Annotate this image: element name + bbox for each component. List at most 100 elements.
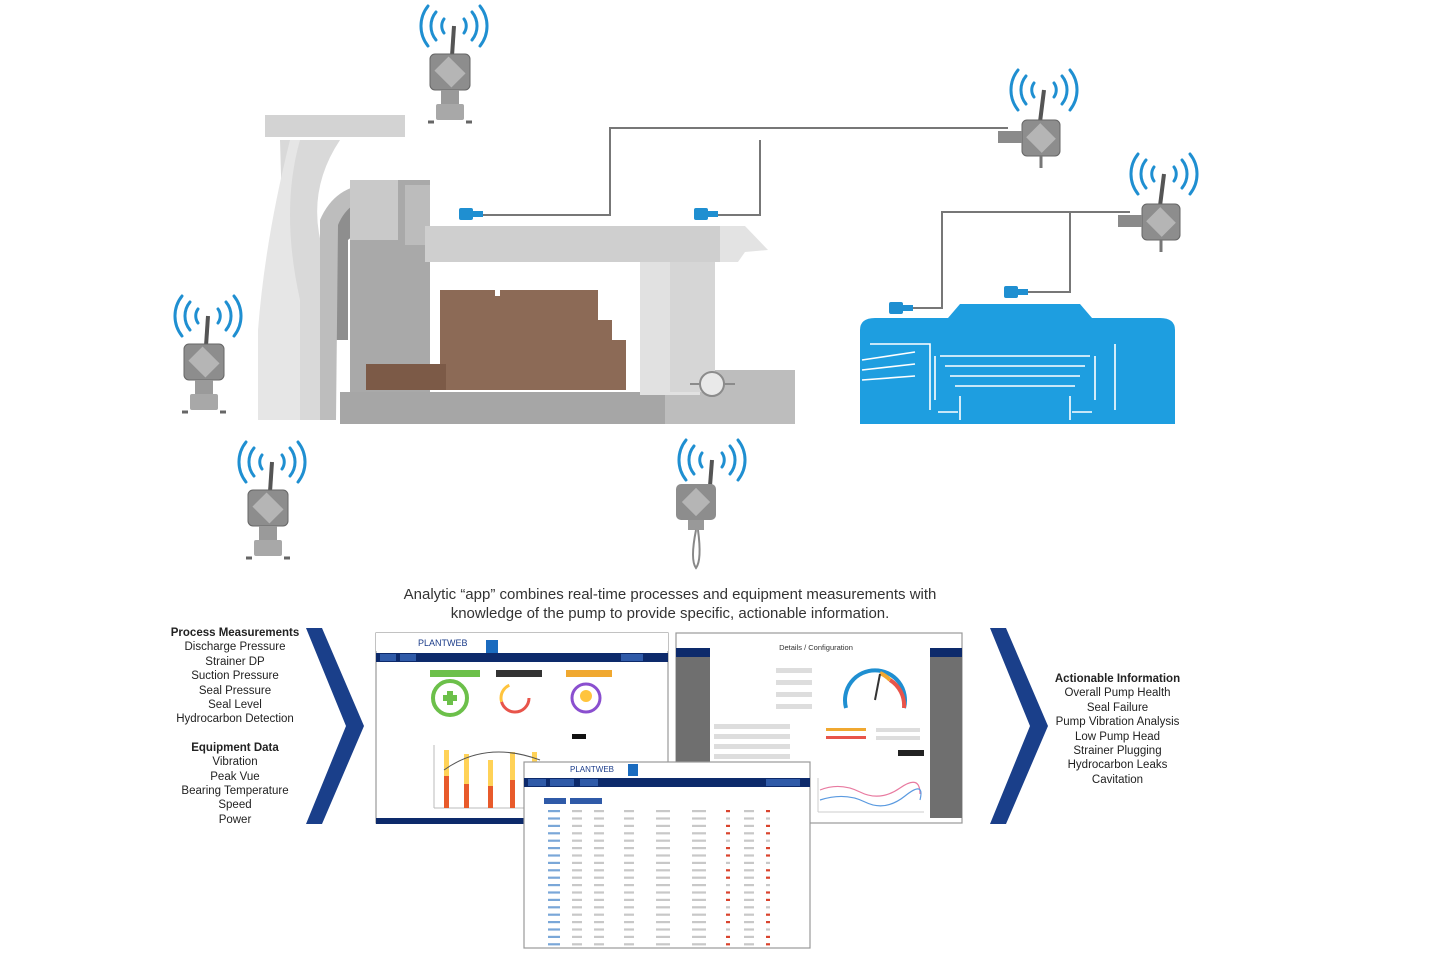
brand-label-2: PLANTWEB [570, 765, 614, 774]
table-cell [766, 869, 770, 872]
table-cell [656, 810, 670, 813]
table-cell [656, 854, 670, 857]
table-cell [766, 935, 770, 938]
table-cell [594, 832, 604, 835]
table-cell [744, 861, 754, 864]
table-cell [766, 824, 770, 827]
table-cell [726, 824, 730, 827]
process-measurement-item: Seal Level [208, 699, 262, 712]
table-cell [624, 839, 634, 842]
table-cell [594, 854, 604, 857]
caption-line-2: knowledge of the pump to provide specifi… [450, 605, 890, 622]
table-cell [656, 876, 670, 879]
chevron-right-icon [990, 628, 1048, 824]
table-cell [744, 898, 754, 901]
table-cell [744, 817, 754, 820]
table-cell [624, 943, 634, 946]
wireless-transmitter-top-right [998, 70, 1077, 168]
actionable-item: Strainer Plugging [1073, 745, 1162, 758]
table-cell [744, 928, 754, 931]
table-cell [572, 847, 582, 850]
table-cell [766, 839, 770, 842]
signal-wires [475, 127, 1130, 309]
table-cell [624, 854, 634, 857]
table-cell [766, 810, 770, 813]
table-cell [744, 876, 754, 879]
table-cell [572, 817, 582, 820]
equipment-data-item: Bearing Temperature [181, 785, 289, 798]
caption: Analytic “app” combines real-time proces… [330, 585, 1010, 623]
table-cell [692, 943, 706, 946]
table-cell [766, 832, 770, 835]
chevron-left-icon [306, 628, 364, 824]
table-cell [572, 921, 582, 924]
table-cell [766, 854, 770, 857]
table-cell [594, 906, 604, 909]
actionable-item: Pump Vibration Analysis [1055, 716, 1180, 729]
table-cell [744, 847, 754, 850]
table-cell [572, 898, 582, 901]
table-cell [744, 891, 754, 894]
table-cell [572, 861, 582, 864]
input-measurements-list: Process Measurements Discharge Pressure … [150, 626, 320, 827]
table-cell [594, 921, 604, 924]
table-cell [572, 824, 582, 827]
table-cell [656, 913, 670, 916]
table-cell [548, 861, 560, 864]
table-screenshot: PLANTWEB [523, 761, 811, 949]
table-cell [572, 869, 582, 872]
process-measurement-item: Hydrocarbon Detection [176, 713, 294, 726]
table-cell [726, 891, 730, 894]
table-cell [624, 824, 634, 827]
table-cell [744, 854, 754, 857]
table-cell [656, 935, 670, 938]
table-cell [744, 832, 754, 835]
equipment-data-item: Peak Vue [210, 770, 260, 783]
table-cell [548, 839, 560, 842]
table-cell [726, 869, 730, 872]
table-cell [726, 906, 730, 909]
equipment-data-item: Vibration [212, 756, 258, 769]
table-cell [624, 898, 634, 901]
table-cell [594, 935, 604, 938]
table-cell [766, 884, 770, 887]
table-cell [548, 891, 560, 894]
process-measurement-item: Suction Pressure [191, 670, 279, 683]
table-cell [656, 906, 670, 909]
table-cell [744, 913, 754, 916]
table-cell [744, 824, 754, 827]
table-cell [692, 898, 706, 901]
table-cell [594, 847, 604, 850]
equipment-data-title: Equipment Data [191, 741, 279, 754]
table-cell [624, 891, 634, 894]
wireless-transmitter-top [421, 6, 487, 122]
table-cell [572, 839, 582, 842]
table-cell [624, 906, 634, 909]
table-cell [656, 928, 670, 931]
table-cell [692, 921, 706, 924]
table-cell [744, 935, 754, 938]
table-cell [624, 817, 634, 820]
table-cell [548, 817, 560, 820]
table-cell [726, 884, 730, 887]
table-cell [624, 861, 634, 864]
table-cell [548, 869, 560, 872]
table-cell [548, 928, 560, 931]
table-cell [624, 921, 634, 924]
table-cell [692, 824, 706, 827]
table-cell [744, 906, 754, 909]
table-cell [594, 943, 604, 946]
table-cell [572, 876, 582, 879]
wireless-transmitter-bottom-left [239, 442, 305, 558]
table-cell [572, 810, 582, 813]
table-cell [692, 906, 706, 909]
table-cell [656, 869, 670, 872]
table-cell [572, 884, 582, 887]
actionable-information-title: Actionable Information [1054, 673, 1181, 685]
table-cell [726, 817, 730, 820]
table-cell [624, 869, 634, 872]
table-cell [692, 928, 706, 931]
wireless-transmitter-bottom-middle [676, 438, 747, 570]
table-cell [726, 832, 730, 835]
table-cell [548, 913, 560, 916]
